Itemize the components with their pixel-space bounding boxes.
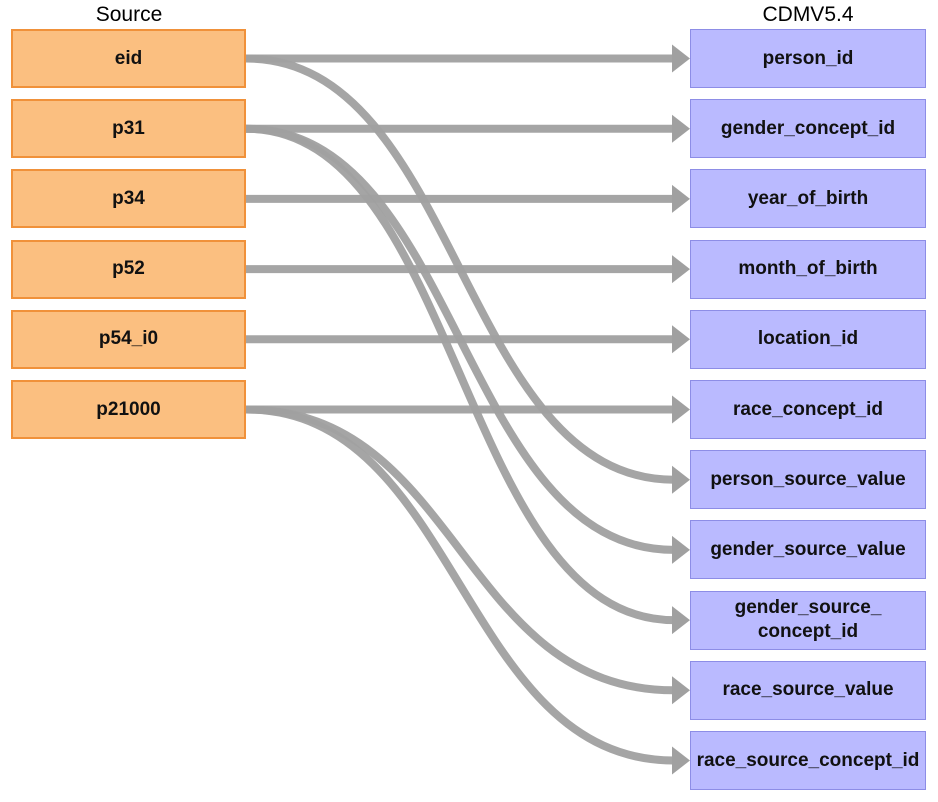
target-field-gender-concept-id: gender_concept_id bbox=[690, 99, 926, 159]
target-field-person-source-value: person_source_value bbox=[690, 450, 926, 510]
target-field-gender-source-concept-id: gender_source_ concept_id bbox=[690, 590, 926, 650]
arrow-p34-to-year-of-birth bbox=[246, 184, 690, 213]
source-field-eid: eid bbox=[11, 29, 246, 88]
arrow-p21000-to-race-source-concept-id bbox=[245, 405, 690, 775]
target-field-gender-source-value: gender_source_value bbox=[690, 520, 926, 580]
arrow-p52-to-month-of-birth bbox=[246, 255, 690, 284]
target-field-person-id: person_id bbox=[690, 29, 926, 88]
source-column-title: Source bbox=[95, 3, 163, 26]
arrow-p31-to-gender-concept-id bbox=[246, 114, 690, 143]
arrow-eid-to-person-source-value bbox=[245, 54, 690, 494]
arrow-eid-to-person-id bbox=[246, 44, 690, 73]
source-field-p54-i0: p54_i0 bbox=[11, 309, 246, 369]
arrow-p31-to-gender-source-concept-id bbox=[245, 124, 690, 635]
source-field-p21000: p21000 bbox=[11, 380, 246, 439]
target-field-month-of-birth: month_of_birth bbox=[690, 239, 926, 299]
target-field-race-concept-id: race_concept_id bbox=[690, 380, 926, 439]
source-field-p34: p34 bbox=[11, 169, 246, 229]
arrow-p21000-to-race-concept-id bbox=[246, 395, 690, 424]
source-field-p31: p31 bbox=[11, 99, 246, 159]
arrow-p31-to-gender-source-value bbox=[245, 124, 690, 564]
source-field-p52: p52 bbox=[11, 239, 246, 299]
target-field-race-source-value: race_source_value bbox=[690, 660, 926, 720]
target-field-year-of-birth: year_of_birth bbox=[690, 169, 926, 229]
target-field-race-source-concept-id: race_source_concept_id bbox=[690, 731, 926, 790]
arrow-p21000-to-race-source-value bbox=[245, 405, 690, 705]
arrow-p54-i0-to-location-id bbox=[246, 325, 690, 354]
target-field-location-id: location_id bbox=[690, 309, 926, 369]
target-column-title: CDMV5.4 bbox=[762, 3, 854, 26]
